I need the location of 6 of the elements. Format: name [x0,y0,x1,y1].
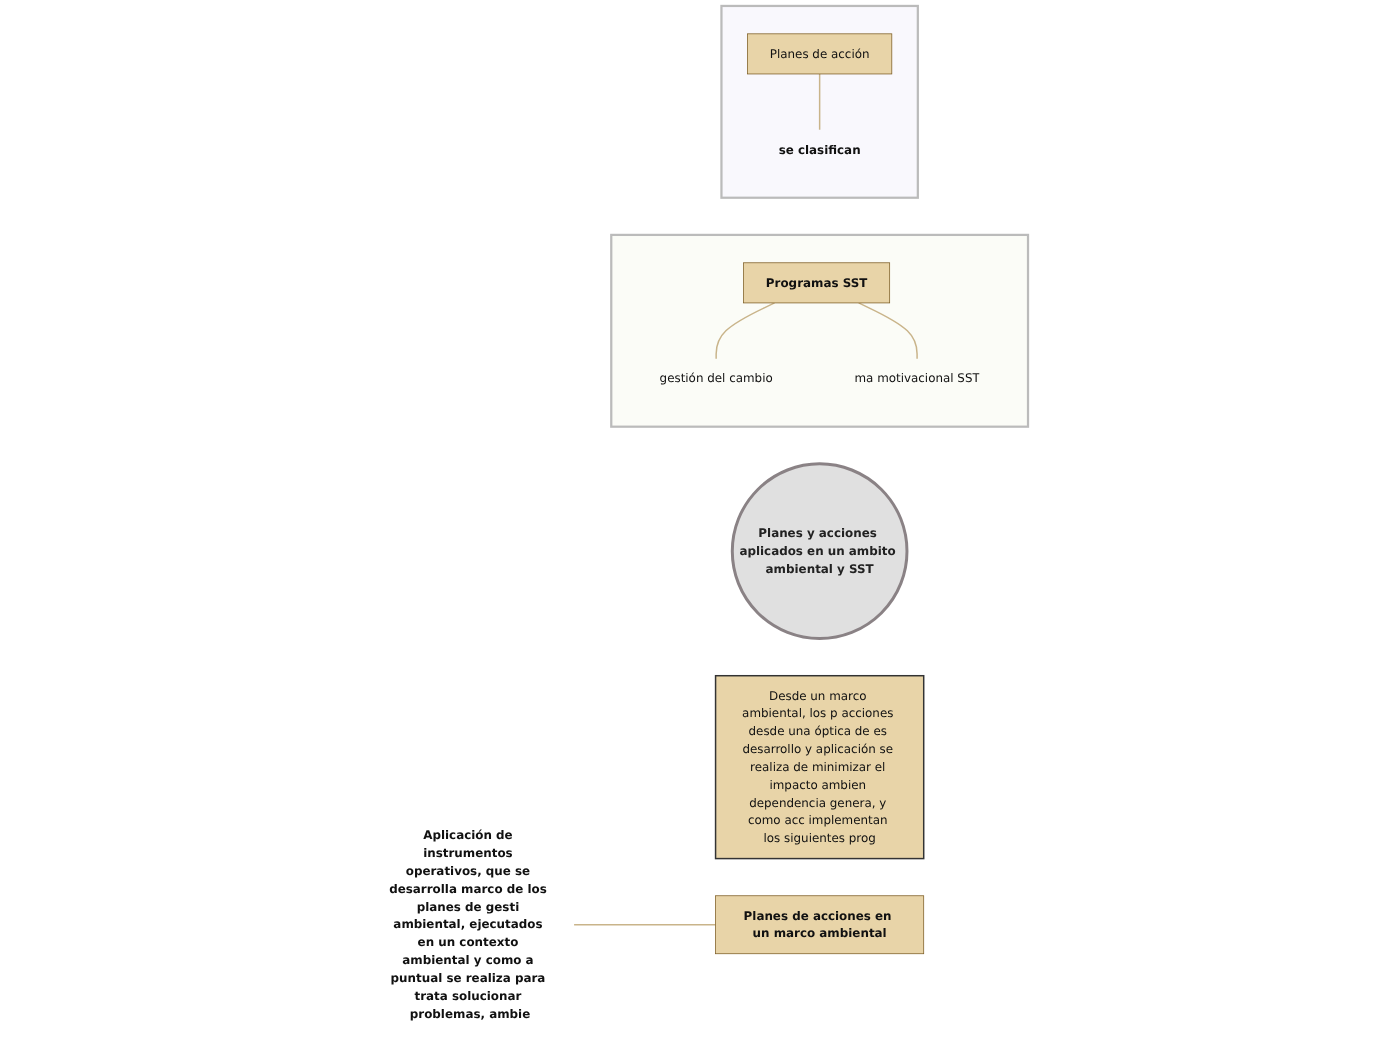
connector [573,924,717,926]
connector [715,302,776,360]
cluster [610,233,1030,428]
connector [857,302,918,360]
cluster [720,4,919,199]
connector [818,73,821,131]
